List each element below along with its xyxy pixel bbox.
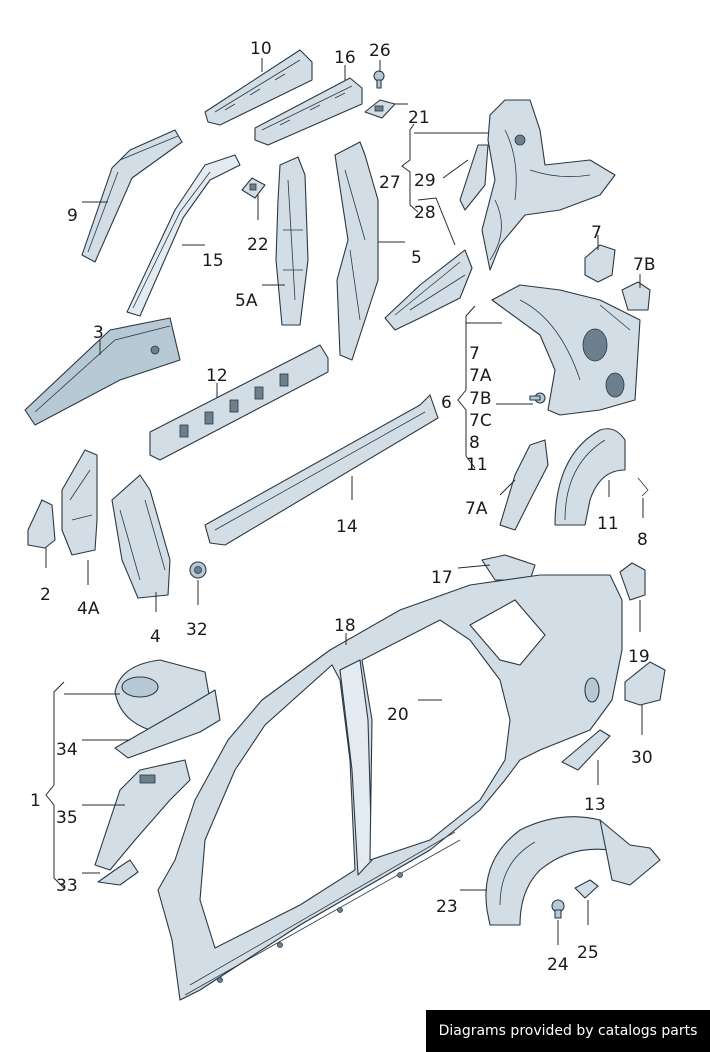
callout-7A: 7A [469,366,492,386]
part-22 [241,177,266,199]
part-32 [189,561,207,579]
leader-lines [45,58,644,945]
callout-8-list: 8 [469,433,480,453]
callout-11: 11 [597,514,619,534]
part-8 [637,477,649,497]
callout-26: 26 [369,41,391,61]
part-2 [27,499,56,549]
callout-27: 27 [379,173,401,193]
part-14 [204,394,439,546]
part-4A [61,449,98,556]
part-24 [551,899,565,919]
callout-8: 8 [637,530,648,550]
part-11 [554,428,626,526]
callout-24: 24 [547,955,569,975]
part-7A [499,439,549,531]
callout-7B-top: 7B [633,255,655,275]
part-12 [149,344,329,461]
part-26 [373,70,385,89]
callout-13: 13 [584,795,606,815]
callout-20: 20 [387,705,409,725]
callout-18: 18 [334,616,356,636]
part-7-bracket [584,244,616,283]
part-33 [97,859,139,886]
part-5A [275,156,309,326]
part-4 [111,474,171,599]
callout-33: 33 [56,876,78,896]
callout-23: 23 [436,897,458,917]
part-wheelhouse-inner [481,99,616,271]
callout-15: 15 [202,251,224,271]
part-23 [485,816,661,926]
callout-4A: 4A [77,599,100,619]
part-34 [114,689,221,759]
part-15 [126,154,241,317]
part-13 [561,729,611,771]
part-25 [574,879,599,899]
callout-5A: 5A [235,291,258,311]
footer-credit: Diagrams provided by catalogs parts [426,1010,710,1052]
callout-22: 22 [247,235,269,255]
part-28 [384,249,473,331]
part-19 [619,562,646,601]
part-29 [459,144,489,211]
part-18-body-side [157,574,623,1001]
callout-32: 32 [186,620,208,640]
part-16 [254,77,363,146]
callout-7: 7 [469,344,480,364]
callout-7A-bottom: 7A [465,499,488,519]
callout-21: 21 [408,108,430,128]
part-10 [204,49,313,126]
callout-4: 4 [150,627,161,647]
callout-9: 9 [67,206,78,226]
callout-7C: 7C [469,411,492,431]
callout-6: 6 [441,393,452,413]
part-6 [491,284,641,416]
part-30 [624,661,666,706]
callout-25: 25 [577,943,599,963]
callout-2: 2 [40,585,51,605]
callout-28: 28 [414,203,436,223]
callout-17: 17 [431,568,453,588]
callout-12: 12 [206,366,228,386]
callout-30: 30 [631,748,653,768]
part-7B-bracket [621,281,651,311]
callout-10: 10 [250,39,272,59]
callout-7B: 7B [469,389,491,409]
part-21-bracket [364,99,396,119]
callout-3: 3 [93,323,104,343]
callout-35: 35 [56,808,78,828]
part-5 [334,141,379,361]
callout-29: 29 [414,171,436,191]
part-17 [481,554,536,581]
part-9 [81,129,183,263]
callout-1: 1 [30,791,41,811]
callout-5: 5 [411,248,422,268]
callout-14: 14 [336,517,358,537]
callout-34: 34 [56,740,78,760]
callout-11-list: 11 [466,455,488,475]
part-35 [94,759,191,871]
callout-7-top: 7 [591,223,602,243]
part-7B-bolt [529,392,546,404]
callout-16: 16 [334,48,356,68]
part-3 [24,317,181,426]
callout-19: 19 [628,647,650,667]
